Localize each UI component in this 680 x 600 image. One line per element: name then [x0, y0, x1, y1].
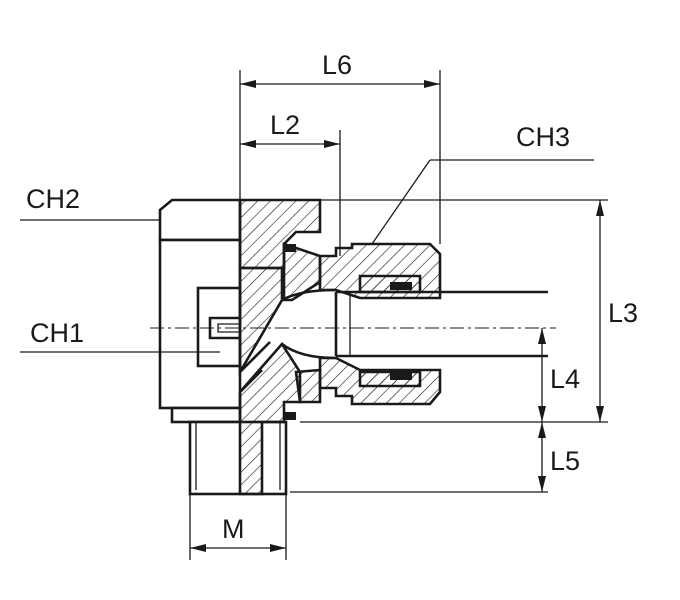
- dimension-L4: [538, 328, 546, 422]
- threaded-stud: [188, 420, 288, 496]
- dimension-L3: [596, 200, 604, 422]
- label-L3: L3: [608, 298, 638, 328]
- label-L4: L4: [550, 364, 580, 394]
- label-CH2: CH2: [26, 184, 80, 214]
- extension-lines: [20, 70, 608, 560]
- label-CH1: CH1: [30, 318, 84, 348]
- label-M: M: [222, 514, 245, 544]
- tube: [334, 290, 548, 358]
- seal-rings: [284, 244, 296, 420]
- label-CH3: CH3: [516, 122, 570, 152]
- dimension-L5: [538, 422, 546, 492]
- hex-nut-body: [158, 198, 242, 424]
- dimension-L2: [240, 140, 340, 148]
- dimension-L6: [240, 80, 440, 88]
- compression-nut: [318, 242, 442, 406]
- label-L5: L5: [550, 446, 580, 476]
- dimension-M: [190, 544, 286, 552]
- label-L2: L2: [270, 110, 300, 140]
- label-L6: L6: [322, 50, 352, 80]
